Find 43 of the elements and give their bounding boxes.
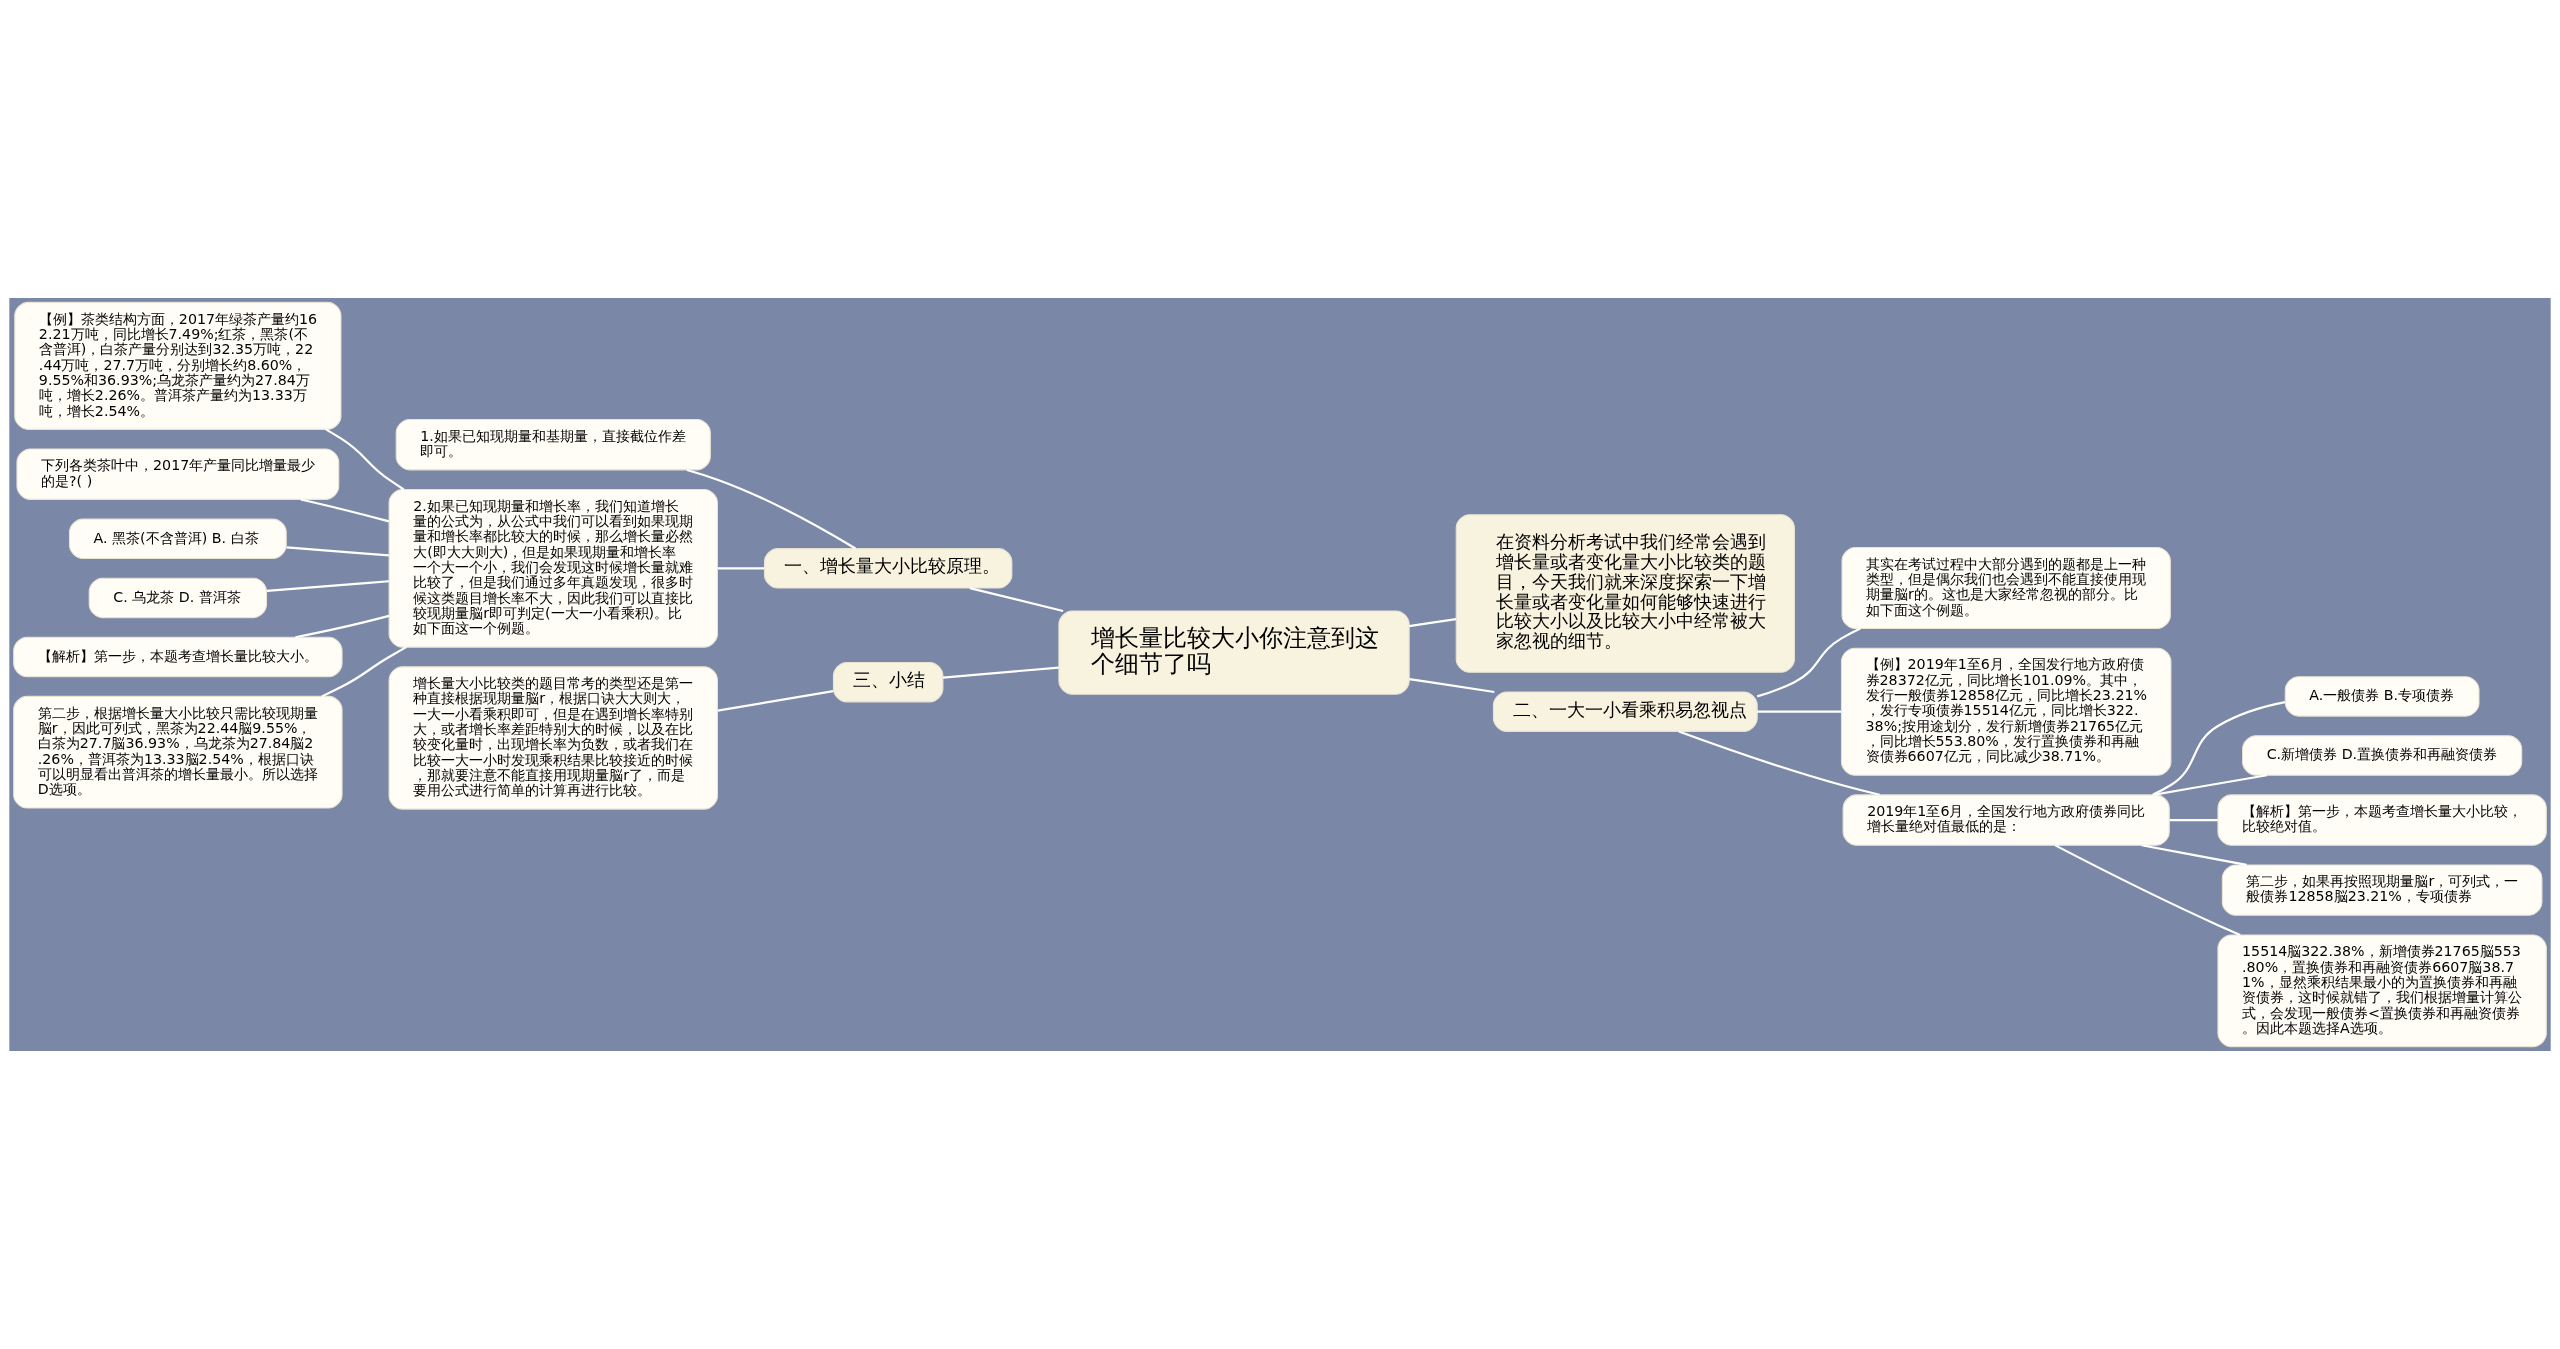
connector (2169, 818, 2218, 822)
node-box: 在资料分析考试中我们经常会遇到增长量或者变化量大小比较类的题目，今天我们就来深度探索一下增长量或者变化量如何能够快速进行比较大小以及比较大小中经常被大家忽视的细节。 (1455, 514, 1795, 673)
node-box: 一、增长量大小比较原理。 (763, 548, 1013, 589)
connector (300, 498, 390, 523)
node-box: 下列各类茶叶中，2017年产量同比增量最少的是?( ) (16, 448, 340, 500)
connector (969, 587, 1064, 613)
connector (1757, 710, 1842, 713)
node-box: A.一般债券 B.专项债券 (2284, 676, 2480, 717)
node-box: 增长量比较大小你注意到这个细节了吗 (1058, 610, 1410, 695)
connector (1678, 730, 1880, 796)
node-box: 15514脳322.38%，新增债券21765脳553.80%，置换债券和再融资债券6607脳38.71%，显然乘积结果最小的为置换债券和再融资债券，这时候就错了，我们根据增量计算公式，会发现一般债券<置换债券和再融资债券。因此本题选择A选项。 (2217, 934, 2547, 1048)
connector (717, 690, 834, 712)
node-box: 【解析】第一步，本题考查增长量比较大小。 (13, 636, 343, 678)
connector (286, 546, 389, 557)
connector (2141, 844, 2247, 866)
connector (321, 646, 407, 698)
node-box: 二、一大一小看乘积易忽视点 (1492, 691, 1758, 732)
connector (2153, 774, 2268, 796)
node-box: 第二步，如果再按照现期量脳r，可列式，一般债券12858脳23.21%，专项债券 (2221, 864, 2543, 916)
node-box: C. 乌龙茶 D. 普洱茶 (88, 577, 268, 619)
node-box: 其实在考试过程中大部分遇到的题都是上一种类型，但是偶尔我们也会遇到不能直接使用现期量脳r的。这也是大家经常忽视的部分。比如下面这个例题。 (1841, 547, 2171, 630)
node-box: 2019年1至6月，全国发行地方政府债券同比增长量绝对值最低的是： (1842, 794, 2170, 846)
node-box: 增长量大小比较类的题目常考的类型还是第一种直接根据现期量脳r，根据口诀大大则大，一大一小看乘积即可，但是在遇到增长率特别大，或者增长率差距特别大的时候，以及在比较变化量时，出现增长率为负数，或者我们在比较一大一小时发现乘积结果比较接近的时候，那就要注意不能直接用现期量脳r了，而是要用公式进行简单的计算再进行比较。 (388, 666, 718, 810)
connector (266, 580, 390, 593)
connector (2054, 844, 2241, 936)
node-box: A. 黑茶(不含普洱) B. 白茶 (68, 518, 287, 560)
connector (295, 614, 390, 639)
connector (1409, 677, 1495, 694)
connector (325, 428, 405, 491)
node-box: 第二步，根据增长量大小比较只需比较现期量脳r，因此可列式，黑茶为22.44脳9.55%，白茶为27.7脳36.93%，乌龙茶为27.84脳2.26%，普洱茶为13.33脳2.54%，根据口诀可以明显看出普洱茶的增长量最小。所以选择D选项。 (13, 695, 343, 809)
connector (2152, 701, 2286, 796)
connector (942, 666, 1059, 679)
node-box: 【例】2019年1至6月，全国发行地方政府债券28372亿元，同比增长101.09%。其中，发行一般债券12858亿元，同比增长23.21%，发行专项债券15514亿元，同比增长322.38%;按用途划分，发行新增债券21765亿元，同比增长553.80%，发行置换债券和再融资债券6607亿元，同比减少38.71%。 (1840, 647, 2172, 776)
node-box: 2.如果已知现期量和增长率，我们知道增长量的公式为，从公式中我们可以看到如果现期量和增长率都比较大的时候，那么增长量必然大(即大大则大)，但是如果现期量和增长率一个大一个小，我们会发现这时候增长量就难比较了，但是我们通过多年真题发现，很多时候这类题目增长率不大，因此我们可以直接比较现期量脳r即可判定(一大一小看乘积)。比如下面这一个例题。 (388, 489, 718, 648)
connector (717, 567, 765, 570)
connector (1409, 617, 1457, 628)
node-box: 【例】茶类结构方面，2017年绿茶产量约162.21万吨，同比增长7.49%;红茶，黑茶(不含普洱)，白茶产量分别达到32.35万吨，22.44万吨，27.7万吨，分别增长约8.60%，9.55%和36.93%;乌龙茶产量约为27.84万吨，增长2.26%。普洱茶产量约为13.33万吨，增长2.54%。 (14, 301, 342, 430)
node-box: C.新增债券 D.置换债券和再融资债券 (2242, 735, 2523, 776)
node-box: 1.如果已知现期量和基期量，直接截位作差即可。 (395, 418, 711, 471)
node-box: 【解析】第一步，本题考查增长量大小比较，比较绝对值。 (2217, 794, 2547, 846)
connector (686, 468, 856, 550)
connector (1756, 627, 1861, 698)
node-box: 三、小结 (832, 661, 944, 703)
